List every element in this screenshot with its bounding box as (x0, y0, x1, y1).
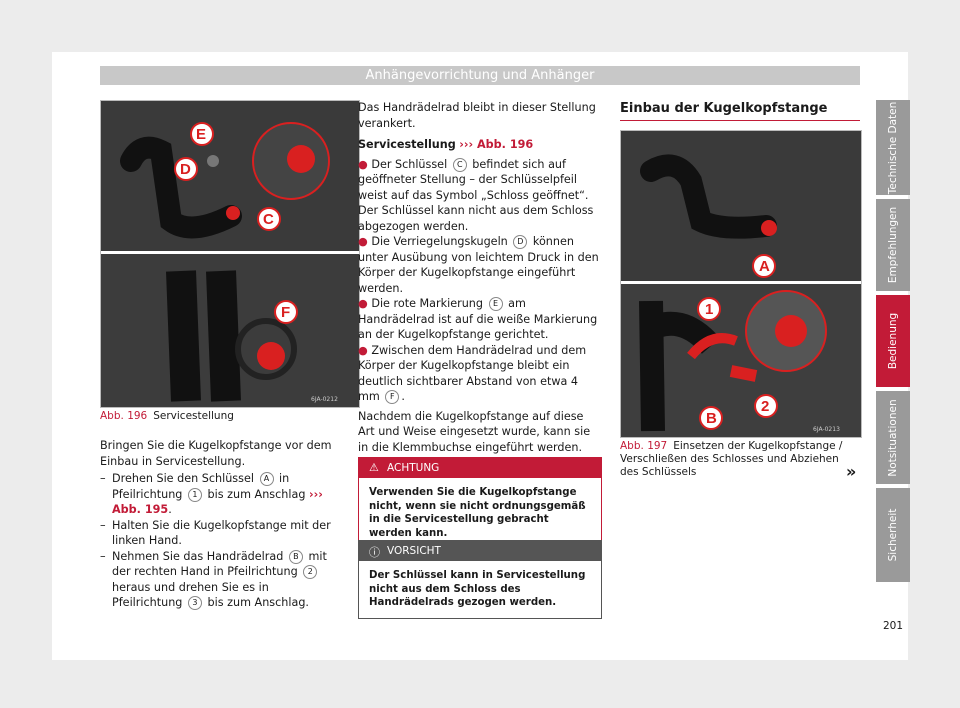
info-icon: ⓘ (369, 546, 380, 559)
figure-196: E D C F 6JA-0212 (100, 100, 360, 408)
middle-p2: Nachdem die Kugelkopfstange auf diese Ar… (358, 409, 591, 454)
tab-sicherheit[interactable]: Sicherheit (876, 488, 910, 582)
figure-197-label-1: 1 (705, 301, 713, 318)
figure-196-label-c: C (263, 211, 274, 228)
marker-f: F (385, 390, 400, 404)
marker-c: C (452, 157, 467, 172)
marker-b: B (288, 549, 303, 564)
warning-title: ACHTUNG (387, 462, 440, 474)
continue-marker: » (846, 462, 857, 481)
figure-197-code: 6JA-0213 (813, 426, 840, 433)
figure-197-caption-text: Einsetzen der Kugelkopfstange / Verschli… (620, 440, 843, 478)
section-title: Einbau der Kugelkopfstange (620, 101, 860, 121)
bullet-4: ● Zwischen dem Handrädelrad und dem Körp… (358, 343, 587, 404)
bullet-2: ● Die Verriegelungskugeln D können unter… (358, 235, 599, 295)
step-2: Halten Sie die Kugelkopfstange mit der l… (100, 518, 340, 549)
caution-box: ⓘ VORSICHT Der Schlüssel kann in Services… (358, 540, 602, 619)
ref-abb-195[interactable]: ››› Abb. 195 (112, 487, 323, 517)
figure-197-label-2: 2 (761, 398, 769, 415)
page-number: 201 (882, 620, 904, 632)
tab-technische-daten[interactable]: Technische Daten (876, 100, 910, 195)
figure-196-caption-text: Servicestellung (153, 410, 234, 422)
service-heading: Servicestellung ››› Abb. 196 (358, 138, 534, 151)
tab-bedienung[interactable]: Bedienung (876, 295, 910, 387)
marker-e: E (488, 297, 503, 311)
caution-body: Der Schlüssel kann in Servicestellung ni… (369, 570, 586, 608)
caution-title: VORSICHT (387, 545, 441, 557)
warning-box: ⚠ ACHTUNG Verwenden Sie die Kugelkopfstan… (358, 457, 602, 549)
figure-196-label-d: D (180, 161, 191, 178)
warning-icon: ⚠ (369, 461, 379, 474)
tab-empfehlungen[interactable]: Empfehlungen (876, 199, 910, 291)
middle-column: Das Handrädelrad bleibt in dieser Stellu… (358, 100, 602, 455)
figure-197: A 1 B 2 6JA-0213 (620, 130, 862, 438)
marker-1: 1 (187, 487, 202, 502)
bullet-3: ● Die rote Markierung E am Handrädelrad … (358, 297, 598, 341)
figure-196-label-f: F (281, 304, 290, 321)
marker-2: 2 (303, 565, 318, 579)
left-column: Bringen Sie die Kugelkopfstange vor dem … (100, 438, 340, 611)
figure-197-label-b: B (706, 410, 717, 427)
ref-abb-196[interactable]: ››› Abb. 196 (459, 138, 534, 151)
figure-197-label-a: A (759, 258, 770, 275)
figure-197-number: Abb. 197 (620, 440, 668, 452)
figure-197-illustration: A 1 B 2 6JA-0213 (621, 131, 861, 437)
figure-196-number: Abb. 196 (100, 410, 148, 422)
figure-196-caption: Abb. 196 Servicestellung (100, 410, 360, 423)
step-3: Nehmen Sie das Handrädelrad B mit der re… (100, 549, 340, 611)
middle-p1: Das Handrädelrad bleibt in dieser Stellu… (358, 101, 596, 130)
bullet-1: ● Der Schlüssel C befindet sich auf geöf… (358, 157, 594, 233)
left-intro: Bringen Sie die Kugelkopfstange vor dem … (100, 439, 332, 468)
step-1: Drehen Sie den Schlüssel A in Pfeilrich­… (100, 471, 340, 518)
page-header: Anhängevorrichtung und Anhänger (100, 66, 860, 85)
warning-body: Verwenden Sie die Kugelkopfstange nicht,… (369, 487, 586, 539)
tab-notsituationen[interactable]: Notsituationen (876, 391, 910, 484)
marker-3: 3 (187, 596, 202, 610)
figure-196-code: 6JA-0212 (311, 396, 338, 403)
marker-d: D (513, 235, 528, 249)
marker-a: A (259, 472, 274, 486)
figure-196-label-e: E (196, 126, 206, 143)
figure-196-illustration: E D C F 6JA-0212 (101, 101, 359, 407)
